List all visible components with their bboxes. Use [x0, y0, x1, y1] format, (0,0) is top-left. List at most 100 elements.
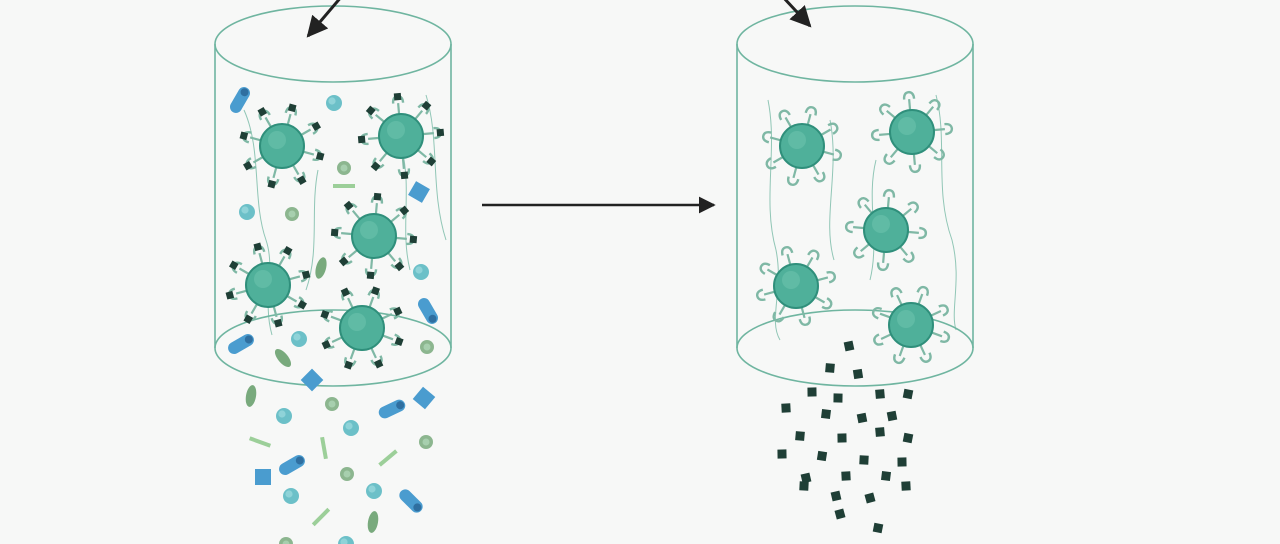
receptor-site	[832, 148, 843, 162]
eluted-target	[901, 481, 911, 491]
matrix-fiber	[767, 99, 781, 341]
eluted-target	[856, 412, 868, 424]
rod-contaminant	[279, 455, 305, 475]
right-column-beads	[755, 90, 954, 365]
receptor-site	[844, 220, 854, 234]
eluted-target	[859, 455, 869, 465]
eluted-target	[875, 427, 885, 437]
bead-with-bound-target	[225, 242, 311, 328]
bead-with-empty-receptors	[870, 90, 954, 174]
column-after-elution	[736, 5, 974, 387]
receptor-site	[406, 232, 418, 246]
fiber-contaminant	[320, 436, 328, 460]
bound-target	[321, 340, 331, 350]
receptor-site	[364, 268, 378, 280]
cube-contaminant	[408, 181, 430, 203]
oval-contaminant	[274, 348, 292, 368]
bound-target	[366, 271, 375, 280]
receptor-site	[919, 352, 932, 363]
fiber-contaminant	[333, 184, 355, 188]
receptor-site	[243, 310, 257, 324]
eluted-target	[875, 389, 885, 399]
bound-target	[338, 256, 349, 267]
receptor-site	[907, 201, 919, 214]
receptor-site	[417, 100, 432, 115]
receptor-site	[433, 126, 445, 140]
receptor-site	[939, 330, 951, 343]
eluted-target	[833, 393, 843, 403]
receptor-site	[780, 245, 794, 256]
receptor-site	[330, 226, 342, 240]
receptor-site	[266, 176, 280, 189]
eluted-target	[902, 432, 914, 444]
receptor-site	[827, 122, 839, 135]
bound-target	[394, 261, 405, 272]
column-bottom	[736, 309, 974, 387]
rod-contaminant	[418, 298, 438, 324]
receptor-site	[252, 242, 266, 255]
bound-target	[357, 135, 366, 144]
receptor-site	[365, 105, 380, 120]
bound-target	[371, 286, 380, 296]
bound-target	[225, 290, 235, 300]
cube-contaminant	[300, 368, 324, 392]
receptor-site	[312, 148, 325, 162]
receptor-site	[279, 246, 293, 260]
eluted-target	[897, 457, 907, 467]
bound-target	[282, 246, 293, 256]
receptor-site	[239, 130, 252, 144]
cube-contaminant	[255, 469, 271, 485]
bead-with-bound-target	[239, 103, 325, 189]
eluted-target	[834, 508, 846, 520]
receptor-site	[944, 122, 954, 136]
receptor-site	[871, 307, 883, 320]
bound-target	[229, 260, 239, 271]
receptor-site	[298, 269, 311, 283]
bead-with-empty-receptors	[871, 285, 951, 365]
eluted-target	[872, 522, 884, 534]
receptor-site	[857, 197, 870, 209]
rod-contaminant	[230, 87, 250, 113]
bound-target	[243, 314, 254, 324]
rod-contaminant	[228, 334, 254, 354]
receptor-site	[225, 287, 238, 301]
bead-with-empty-receptors	[761, 105, 843, 187]
fiber-contaminant	[248, 436, 272, 448]
fiber-contaminant	[378, 449, 398, 467]
eluted-target	[841, 471, 851, 481]
bound-target	[297, 299, 307, 310]
receptor-site	[370, 355, 384, 369]
receptor-site	[257, 107, 271, 121]
bound-target	[315, 151, 325, 161]
bound-target	[340, 287, 350, 297]
receptor-site	[307, 121, 321, 135]
column-with-mixed-sample	[214, 5, 452, 387]
rod-contaminant	[378, 399, 406, 419]
eluted-target	[795, 431, 805, 441]
receptor-site	[229, 260, 243, 274]
bead-with-empty-receptors	[844, 188, 928, 272]
bead-with-bound-target	[320, 286, 404, 370]
eluted-target	[777, 449, 787, 459]
eluted-target	[864, 492, 876, 504]
bound-target	[330, 228, 339, 237]
bound-target	[399, 205, 410, 216]
bound-target	[311, 121, 321, 132]
receptor-site	[397, 168, 411, 180]
bound-target	[393, 92, 402, 101]
receptor-site	[893, 353, 906, 365]
receptor-site	[902, 251, 915, 263]
receptor-site	[928, 99, 941, 111]
receptor-site	[293, 171, 307, 185]
oval-contaminant	[315, 257, 327, 279]
receptor-site	[821, 297, 833, 310]
bound-target	[421, 100, 432, 111]
receptor-site	[807, 249, 820, 261]
receptor-site	[370, 157, 385, 172]
right-input-arrow	[783, 0, 812, 28]
receptor-site	[918, 226, 928, 240]
receptor-site	[344, 356, 357, 370]
receptor-site	[270, 315, 284, 328]
oval-contaminant	[367, 511, 379, 533]
bound-target	[301, 270, 311, 280]
